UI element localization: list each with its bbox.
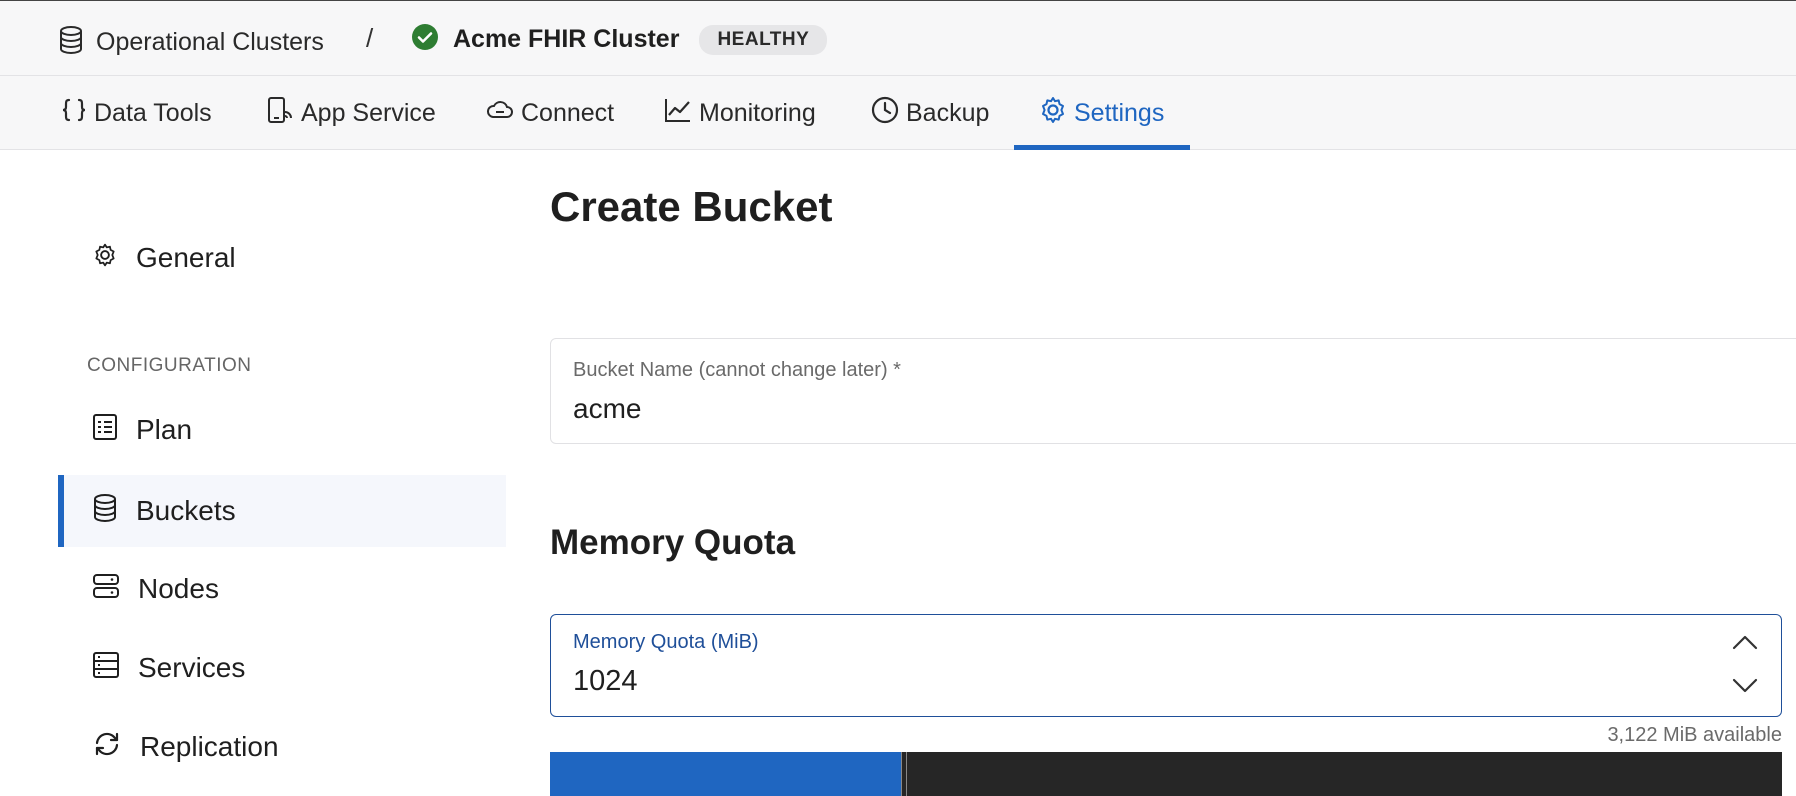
sidebar-item-nodes[interactable]: Nodes (58, 553, 506, 625)
chevron-down-icon (1732, 678, 1758, 699)
cloud-connect-icon (485, 95, 515, 132)
braces-icon (60, 96, 88, 131)
sidebar-item-label: Buckets (136, 495, 236, 526)
sidebar-item-buckets[interactable]: Buckets (58, 475, 506, 547)
memory-quota-slider[interactable] (550, 752, 1782, 796)
memory-quota-slider-fill (550, 752, 901, 796)
tab-label: App Service (301, 98, 436, 127)
memory-quota-slider-handle[interactable] (901, 752, 907, 796)
clock-icon (870, 95, 900, 132)
tab-label: Settings (1074, 98, 1165, 127)
sidebar-item-plan[interactable]: Plan (58, 394, 506, 466)
breadcrumb-root-label: Operational Clusters (96, 28, 324, 56)
sidebar-section-configuration: CONFIGURATION (87, 355, 252, 376)
memory-quota-input[interactable] (573, 665, 973, 698)
sidebar-item-label: Nodes (138, 573, 219, 604)
chevron-up-icon (1732, 634, 1758, 655)
memory-quota-label: Memory Quota (MiB) (573, 631, 759, 653)
check-circle-icon (411, 23, 439, 56)
increment-button[interactable] (1727, 627, 1763, 661)
sidebar-item-label: Plan (136, 414, 193, 445)
sidebar-item-replication[interactable]: Replication (58, 711, 506, 783)
tab-data-tools[interactable]: Data Tools (60, 76, 212, 150)
memory-available-text: 3,122 MiB available (1607, 724, 1782, 746)
breadcrumb-separator: / (366, 23, 374, 53)
memory-quota-heading: Memory Quota (550, 523, 796, 562)
gear-icon (92, 242, 118, 275)
database-icon (92, 493, 118, 530)
tab-app-service[interactable]: App Service (265, 76, 436, 150)
sidebar-item-label: General (136, 242, 236, 273)
cluster-tabs: Data Tools App Service Connect Monitorin… (0, 76, 1796, 150)
sidebar-item-general[interactable]: General (58, 222, 506, 294)
breadcrumb-cluster[interactable]: Acme FHIR Cluster HEALTHY (411, 23, 828, 56)
create-bucket-form: Create Bucket Bucket Name (cannot change… (550, 150, 1796, 796)
page-title: Create Bucket (550, 183, 833, 230)
server-icon (92, 573, 120, 606)
tab-label: Backup (906, 98, 990, 127)
status-badge: HEALTHY (699, 24, 828, 55)
bucket-name-field[interactable]: Bucket Name (cannot change later) * acme (550, 338, 1796, 444)
chart-line-icon (663, 95, 693, 132)
services-icon (92, 651, 120, 686)
sidebar-item-label: Services (138, 652, 246, 683)
settings-sidebar: General CONFIGURATION Plan Buckets Nodes… (0, 150, 510, 796)
mobile-sync-icon (265, 95, 295, 132)
tab-monitoring[interactable]: Monitoring (663, 76, 816, 150)
cluster-name: Acme FHIR Cluster (453, 25, 680, 53)
memory-quota-field[interactable]: Memory Quota (MiB) (550, 614, 1782, 717)
decrement-button[interactable] (1727, 671, 1763, 705)
breadcrumb-operational-clusters[interactable]: Operational Clusters (58, 25, 324, 60)
bucket-name-label: Bucket Name (cannot change later) * (573, 359, 901, 381)
sidebar-item-label: Replication (140, 731, 279, 762)
sidebar-item-services[interactable]: Services (58, 632, 506, 704)
tab-backup[interactable]: Backup (870, 76, 989, 150)
bucket-name-input[interactable]: acme (573, 393, 642, 424)
tab-connect[interactable]: Connect (485, 76, 614, 150)
gear-icon (1038, 95, 1068, 132)
checklist-icon (92, 413, 118, 448)
cluster-header: Operational Clusters / Acme FHIR Cluster… (0, 0, 1796, 76)
sync-icon (92, 729, 122, 766)
tab-label: Connect (521, 98, 615, 127)
tab-settings[interactable]: Settings (1013, 76, 1191, 150)
tab-label: Monitoring (699, 98, 816, 127)
tab-label: Data Tools (94, 98, 212, 127)
database-icon (58, 25, 84, 60)
